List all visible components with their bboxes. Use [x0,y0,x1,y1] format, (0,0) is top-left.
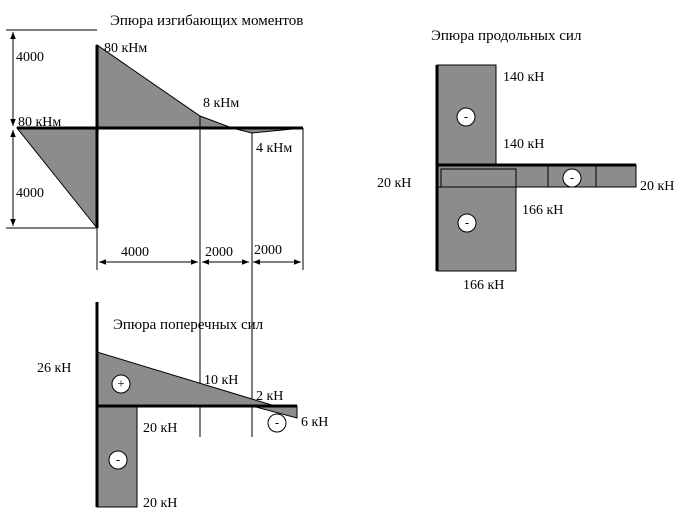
normal-end-label: 20 кН [640,179,674,194]
shear-sign-right: - [275,415,279,430]
shear-col-bottom-label: 20 кН [143,496,177,511]
moment-lower-area [15,127,98,230]
normal-sign-bottom-circle [457,213,477,233]
normal-sign-top: - [464,109,468,124]
dim-x3-label: 2000 [254,243,282,258]
shear-sign-col-circle [108,450,128,470]
normal-sign-beam: - [570,170,574,185]
normal-beam-strip [436,164,637,188]
normal-sign-top-circle [456,107,476,127]
dim-bottom-label: 4000 [16,186,44,201]
shear-sign-plus: + [117,376,124,391]
bending-moment-diagram: Эпюра изгибающих моментов 4000 4000 4000… [6,13,304,270]
shear-sign-col: - [116,452,120,467]
shear-sign-right-circle [267,413,287,433]
normal-bottom-label: 166 кН [463,278,504,293]
shear-col-top-label: 20 кН [143,421,177,436]
moment-top-label: 80 кНм [104,41,147,56]
dim-x2-label: 2000 [205,245,233,260]
normal-force-diagram: Эпюра продольных сил - - - 140 кН 140 кН… [377,28,674,293]
shear-right-label: 6 кН [301,415,328,430]
normal-sign-beam-circle [562,168,582,188]
shear-title: Эпюра поперечных сил [113,317,264,333]
normal-title: Эпюра продольных сил [431,28,582,44]
normal-sign-bottom: - [465,215,469,230]
normal-mid-right-label: 140 кН [503,137,544,152]
normal-inner-outline [440,168,517,188]
moment-mid-label: 8 кНм [203,96,239,111]
normal-left-label: 20 кН [377,176,411,191]
bending-title: Эпюра изгибающих моментов [110,13,303,29]
normal-top-right-label: 140 кН [503,70,544,85]
shear-left-label: 26 кН [37,361,71,376]
dim-top-label: 4000 [16,50,44,65]
shear-mid-label: 10 кН [204,373,238,388]
moment-left-label: 80 кНм [18,115,61,130]
shear-sign-plus-circle [111,374,131,394]
shear-right-top-label: 2 кН [256,389,283,404]
normal-lower-right-label: 166 кН [522,203,563,218]
dim-x1-label: 4000 [121,245,149,260]
moment-right-label: 4 кНм [256,141,292,156]
shear-force-diagram: Эпюра поперечных сил + - - 26 кН 10 кН 2… [37,302,328,511]
moment-upper-area [96,44,233,129]
